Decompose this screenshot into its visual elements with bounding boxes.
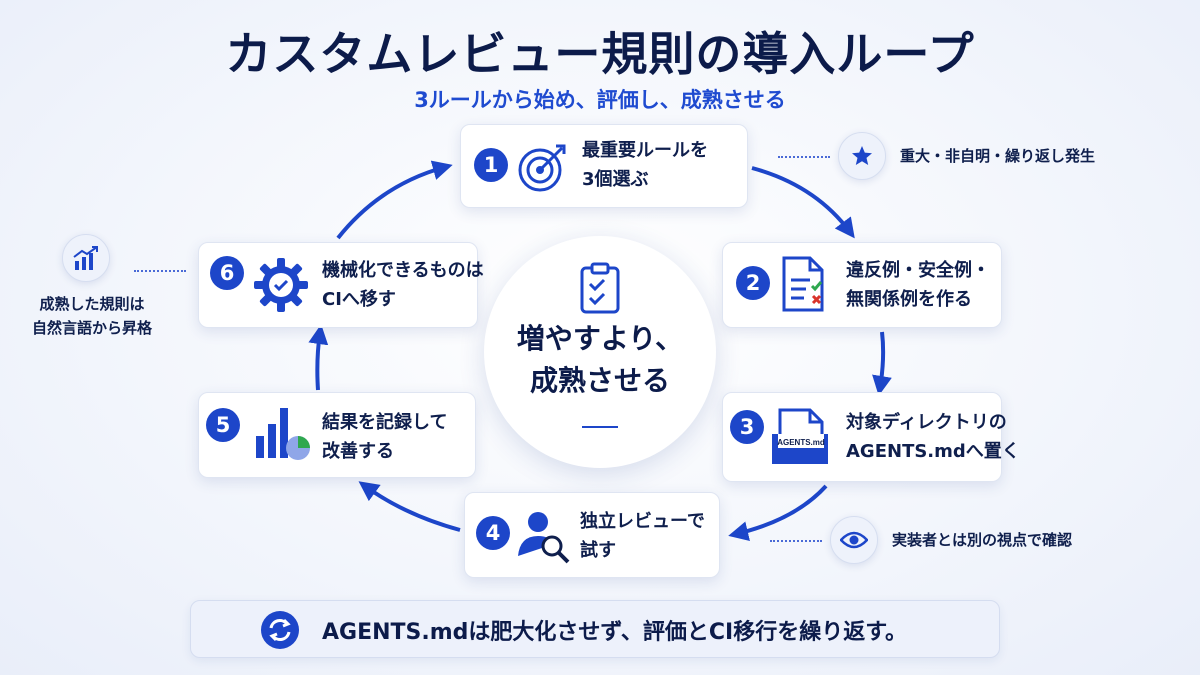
arrow-3-to-4 xyxy=(728,484,828,541)
note-connector-3 xyxy=(134,270,186,272)
eye-icon xyxy=(840,531,868,549)
note-text-1: 重大・非自明・繰り返し発生 xyxy=(900,147,1096,165)
file-folder-icon: AGENTS.md xyxy=(772,408,828,464)
step-number-6: 6 xyxy=(210,256,244,290)
bar-pie-chart-icon xyxy=(256,408,310,460)
note-badge-growth xyxy=(62,234,110,282)
step-label-1: 最重要ルールを 3個選ぶ xyxy=(582,140,708,190)
step-card-3 xyxy=(722,392,1002,482)
gear-check-icon xyxy=(254,258,308,312)
arrow-1-to-2 xyxy=(751,166,855,239)
step-number-1: 1 xyxy=(474,148,508,182)
star-icon xyxy=(852,146,872,165)
step-number-4: 4 xyxy=(476,516,510,550)
note-text-2: 実装者とは別の視点で確認 xyxy=(892,531,1073,549)
user-search-icon xyxy=(518,512,570,564)
note-text-3: 成熟した規則は 自然言語から昇格 xyxy=(31,295,152,337)
arrow-5-to-6 xyxy=(308,324,329,391)
note-badge-star xyxy=(838,132,886,180)
step-label-6: 機械化できるものは CIへ移す xyxy=(322,260,484,310)
step-card-1 xyxy=(460,124,748,208)
file-label: AGENTS.md xyxy=(777,438,825,447)
center-divider xyxy=(582,426,618,428)
center-circle xyxy=(484,236,716,468)
step-label-2: 違反例・安全例・ 無関係例を作る xyxy=(846,260,990,310)
step-label-3: 対象ディレクトリの AGENTS.mdへ置く xyxy=(846,412,1020,462)
step-card-5 xyxy=(198,392,476,478)
step-number-2: 2 xyxy=(736,266,770,300)
step-number-5: 5 xyxy=(206,408,240,442)
refresh-cycle-icon xyxy=(261,611,299,649)
arrow-2-to-3 xyxy=(872,331,892,396)
step-card-6 xyxy=(198,242,478,328)
document-check-icon xyxy=(782,256,824,312)
arrow-4-to-5 xyxy=(358,481,461,532)
target-arrow-icon xyxy=(518,144,566,192)
note-connector-1 xyxy=(778,156,830,158)
arrow-6-to-1 xyxy=(336,160,453,240)
footer-message: AGENTS.mdは肥大化させず、評価とCI移行を繰り返す。 xyxy=(322,620,907,645)
step-number-3: 3 xyxy=(730,410,764,444)
step-label-5: 結果を記録して 改善する xyxy=(322,412,448,462)
note-connector-2 xyxy=(770,540,822,542)
growth-chart-icon xyxy=(73,246,98,270)
page-title: カスタムレビュー規則の導入ループ xyxy=(225,27,975,81)
clipboard-check-icon xyxy=(580,262,620,314)
page-subtitle: 3ルールから始め、評価し、成熟させる xyxy=(414,88,786,112)
center-message: 増やすより、 成熟させる xyxy=(516,322,684,397)
step-label-4: 独立レビューで 試す xyxy=(580,511,705,561)
note-badge-eye xyxy=(830,516,878,564)
footer-banner xyxy=(190,600,1000,658)
